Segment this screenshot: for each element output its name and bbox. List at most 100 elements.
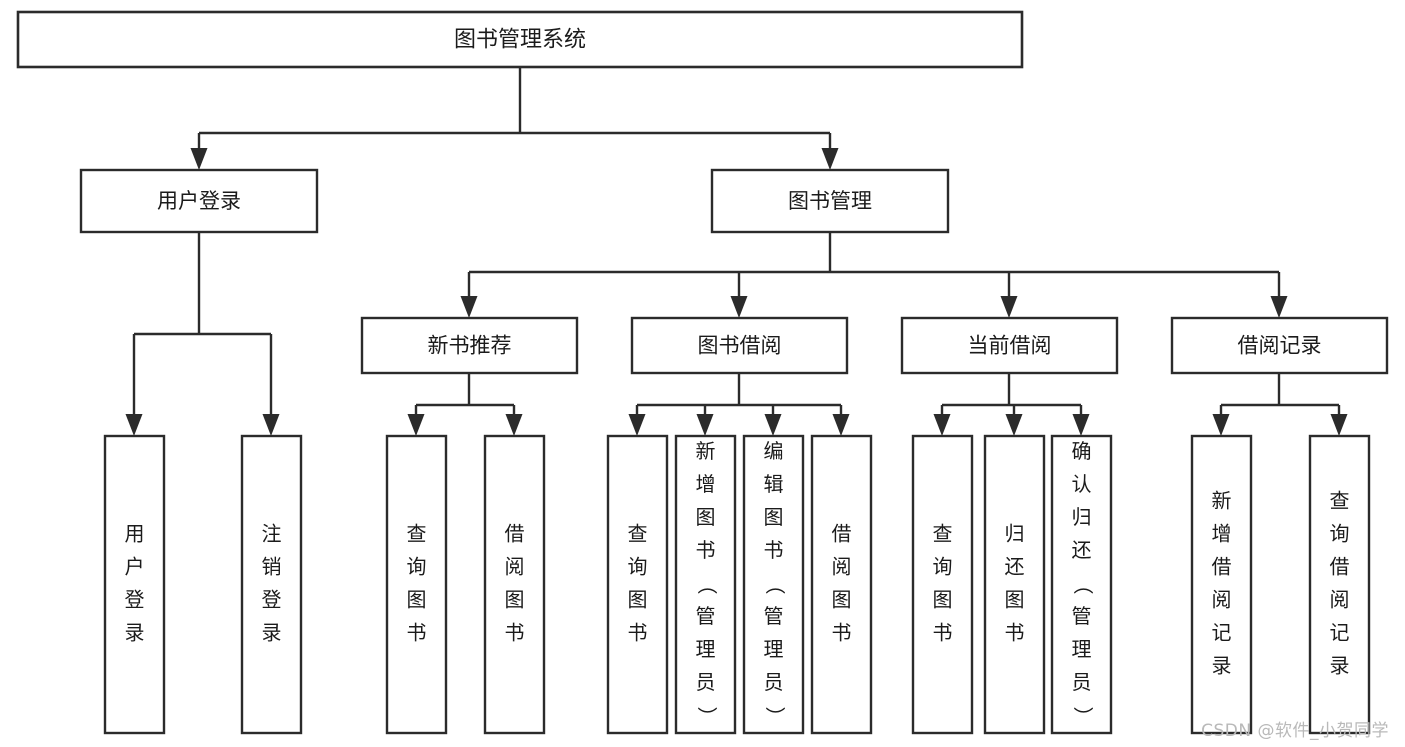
- node-label-char: 新: [696, 439, 716, 463]
- node-label-char: 户: [125, 555, 145, 579]
- node-label-char: 借: [505, 522, 525, 546]
- node-box[interactable]: [911, 434, 974, 735]
- node-box[interactable]: [16, 10, 1024, 69]
- node-book-management[interactable]: 图书管理: [710, 168, 950, 234]
- node-box[interactable]: [810, 434, 873, 735]
- node-current-borrow[interactable]: 当前借阅: [900, 316, 1119, 375]
- node-label-char: 图: [696, 505, 716, 529]
- node-box[interactable]: [483, 434, 546, 735]
- node-label-char: 阅: [1212, 588, 1232, 612]
- node-label-char: 书: [1005, 621, 1025, 645]
- node-box[interactable]: [1170, 316, 1389, 375]
- node-label-char: 理: [1072, 637, 1092, 661]
- node-label-char: 录: [1212, 654, 1232, 678]
- node-label-char: 记: [1330, 621, 1350, 645]
- node-label-char: 询: [407, 555, 427, 579]
- node-box[interactable]: [630, 316, 849, 375]
- node-book-borrow[interactable]: 图书借阅: [630, 316, 849, 375]
- node-label-char: 归: [1005, 522, 1025, 546]
- node-box[interactable]: [710, 168, 950, 234]
- node-layer: 图书管理系统用户登录图书管理新书推荐图书借阅当前借阅借阅记录用户登录注销登录查询…: [16, 10, 1389, 735]
- node-label-char: 增: [1212, 522, 1232, 546]
- node-label-char: 图: [628, 588, 648, 612]
- node-box[interactable]: [240, 434, 303, 735]
- connector-recommend-to-leaves: [407, 373, 523, 436]
- node-label-char: 书: [933, 621, 953, 645]
- node-box[interactable]: [606, 434, 669, 735]
- arrow-head-icon: [505, 414, 523, 436]
- arrow-head-icon: [832, 414, 850, 436]
- node-label: 图书管理: [788, 189, 872, 213]
- node-box[interactable]: [983, 434, 1046, 735]
- node-label-char: 录: [125, 621, 145, 645]
- node-label-char: 询: [1330, 522, 1350, 546]
- node-box[interactable]: [1308, 434, 1371, 735]
- node-borrow-record[interactable]: 借阅记录: [1170, 316, 1389, 375]
- connector-record-to-leaves: [1212, 373, 1348, 436]
- node-user-login[interactable]: 用户登录: [79, 168, 319, 234]
- node-label-char: 确: [1072, 439, 1092, 463]
- node-box[interactable]: [385, 434, 448, 735]
- node-label-char: 登: [125, 588, 145, 612]
- connector-current-to-leaves: [933, 373, 1090, 436]
- node-label-char: 管: [1072, 604, 1092, 628]
- node-label-char: 图: [407, 588, 427, 612]
- node-label: 用户登录: [125, 522, 145, 645]
- node-label-char: 新: [1212, 489, 1232, 513]
- node-box[interactable]: [1190, 434, 1253, 735]
- node-root-system[interactable]: 图书管理系统: [16, 10, 1024, 69]
- arrow-head-icon: [764, 414, 782, 436]
- watermark-text: CSDN @软件_小贺同学: [1201, 721, 1389, 741]
- node-label-char: 注: [262, 522, 282, 546]
- node-label-char: 录: [262, 621, 282, 645]
- node-label-char: 阅: [505, 555, 525, 579]
- node-label-char: 借: [1212, 555, 1232, 579]
- node-label-char: 借: [1330, 555, 1350, 579]
- arrow-head-icon: [125, 414, 143, 436]
- node-label-char: 询: [628, 555, 648, 579]
- arrow-head-icon: [1072, 414, 1090, 436]
- arrow-head-icon: [460, 296, 478, 318]
- node-box[interactable]: [900, 316, 1119, 375]
- connector-root-to-level1: [190, 67, 839, 170]
- node-label: 当前借阅: [968, 334, 1052, 358]
- node-label-char: 查: [628, 522, 648, 546]
- node-box[interactable]: [742, 434, 805, 735]
- node-label-char: 图: [764, 505, 784, 529]
- node-leaf-user-login[interactable]: 用户登录: [103, 434, 166, 735]
- node-label-char: 辑: [764, 472, 784, 496]
- node-label-char: 还: [1005, 555, 1025, 579]
- node-new-book-recommend[interactable]: 新书推荐: [360, 316, 579, 375]
- node-label-char: 借: [832, 522, 852, 546]
- node-label-char: 理: [696, 637, 716, 661]
- node-label: 用户登录: [157, 189, 241, 213]
- node-label: 新书推荐: [428, 334, 512, 358]
- node-box[interactable]: [79, 168, 319, 234]
- node-box[interactable]: [1050, 434, 1113, 735]
- node-box[interactable]: [360, 316, 579, 375]
- node-box[interactable]: [674, 434, 737, 735]
- node-box[interactable]: [103, 434, 166, 735]
- node-label-char: 员: [696, 670, 716, 694]
- node-label-char: 归: [1072, 505, 1092, 529]
